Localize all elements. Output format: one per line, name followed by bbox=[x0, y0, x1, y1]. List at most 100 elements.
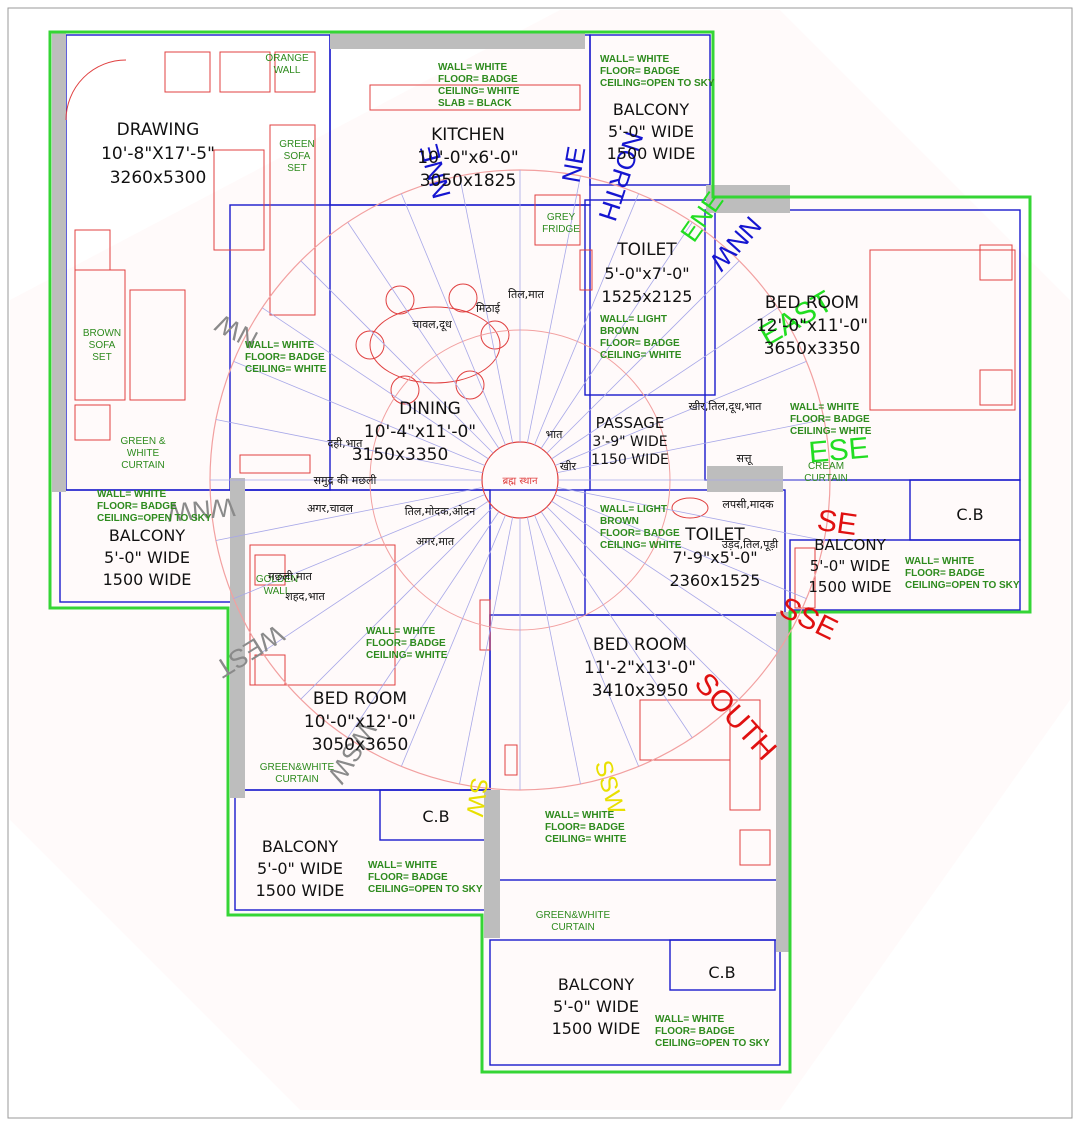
room-dim-mm-toilet-mid: 2360x1525 bbox=[670, 571, 761, 590]
room-dim-mm-passage: 1150 WIDE bbox=[591, 452, 669, 468]
room-name-toilet-mid: TOILET bbox=[684, 525, 745, 545]
room-name-cb-right: C.B bbox=[956, 505, 983, 524]
zone-labels: तिल,मातमिठाईसत्तूलपसी,मादकउड़द,तिल,पूड़ी… bbox=[268, 288, 778, 603]
room-width-ft-balcony-left: 5'-0" WIDE bbox=[104, 548, 190, 567]
room-dim-mm-drawing: 3260x5300 bbox=[110, 168, 207, 188]
page-border bbox=[7, 7, 1073, 1119]
furniture-label-cream-curtain: CREAM bbox=[808, 461, 844, 472]
furniture-label-brown-sofa: BROWN bbox=[83, 328, 121, 339]
compass-spoke bbox=[262, 307, 489, 460]
room-dim-mm-kitchen: 3050x1825 bbox=[420, 171, 517, 191]
room-dim-ft-toilet-top: 5'-0"x7'-0" bbox=[604, 264, 689, 283]
zone-label: उड़द,तिल,पूड़ी bbox=[722, 538, 778, 552]
room-name-dining: DINING bbox=[399, 399, 461, 419]
room-name-balcony-left: BALCONY bbox=[109, 526, 186, 545]
room-name-balcony-bottom: BALCONY bbox=[558, 975, 635, 994]
spec-note-kitchen: WALL= WHITE bbox=[438, 62, 507, 73]
zone-label: लपसी,मादक bbox=[722, 498, 774, 511]
spec-note-balcony-bottom-left: FLOOR= BADGE bbox=[368, 872, 448, 883]
compass-spoke bbox=[557, 419, 825, 473]
furniture-label-curtain-bl: GREEN&WHITE bbox=[260, 762, 335, 773]
room-dim-mm-bedroom-bottom-right: 3410x3950 bbox=[592, 681, 689, 701]
compass-spoke bbox=[215, 487, 483, 541]
compass-spoke bbox=[400, 193, 506, 446]
spec-note-balcony-right: WALL= WHITE bbox=[905, 556, 974, 567]
furniture bbox=[65, 51, 1016, 866]
spec-note-toilet-mid: FLOOR= BADGE bbox=[600, 528, 680, 539]
furniture-label-orange-wall: ORANGE bbox=[265, 53, 309, 64]
spec-note-dining: WALL= WHITE bbox=[245, 340, 314, 351]
zone-label: तिल,मात bbox=[508, 288, 545, 301]
furniture-label-green-sofa: SET bbox=[287, 163, 306, 174]
compass-spoke bbox=[540, 222, 693, 449]
room-name-bedroom-right: BED ROOM bbox=[765, 293, 859, 313]
room-dim-mm-bedroom-bottom-left: 3050x3650 bbox=[312, 735, 409, 755]
spec-note-toilet-mid: BROWN bbox=[600, 516, 639, 527]
zone-label: अगर,चावल bbox=[307, 502, 354, 515]
compass: ब्रह्म स्थान bbox=[209, 169, 831, 791]
compass-spoke bbox=[551, 500, 778, 653]
spec-note-balcony-left: WALL= WHITE bbox=[97, 489, 166, 500]
room-dim-mm-toilet-top: 1525x2125 bbox=[602, 287, 693, 306]
compass-spoke bbox=[557, 487, 825, 541]
furniture-label-curtain-bl: CURTAIN bbox=[275, 774, 319, 785]
room-dim-ft-dining: 10'-4"x11'-0" bbox=[364, 422, 476, 442]
spec-note-dining: CEILING= WHITE bbox=[245, 364, 327, 375]
compass-spoke bbox=[554, 360, 807, 466]
direction-label: SW bbox=[461, 776, 493, 818]
compass-spoke bbox=[300, 260, 494, 454]
spec-note-balcony-left: CEILING=OPEN TO SKY bbox=[97, 513, 212, 524]
furniture-label-brown-sofa: SET bbox=[92, 352, 111, 363]
compass-spoke bbox=[233, 360, 486, 466]
zone-label: दही,भात bbox=[328, 437, 364, 450]
spec-note-bedroom-right: FLOOR= BADGE bbox=[790, 414, 870, 425]
room-width-ft-balcony-right: 5'-0" WIDE bbox=[810, 557, 891, 575]
compass-spoke bbox=[400, 514, 506, 767]
direction-label: ESE bbox=[807, 431, 870, 469]
room-width-mm-balcony-right: 1500 WIDE bbox=[808, 578, 891, 596]
furniture-label-orange-wall: WALL bbox=[274, 65, 301, 76]
spec-note-balcony-top: FLOOR= BADGE bbox=[600, 66, 680, 77]
room-width-mm-balcony-left: 1500 WIDE bbox=[103, 570, 192, 589]
room-dim-ft-bedroom-bottom-right: 11'-2"x13'-0" bbox=[584, 658, 696, 678]
furniture-label-cream-curtain: CURTAIN bbox=[804, 473, 848, 484]
spec-note-balcony-bottom: FLOOR= BADGE bbox=[655, 1026, 735, 1037]
room-width-ft-balcony-bottom: 5'-0" WIDE bbox=[553, 997, 639, 1016]
spec-note-bedroom-right: CEILING= WHITE bbox=[790, 426, 872, 437]
spec-note-toilet-top: CEILING= WHITE bbox=[600, 350, 682, 361]
compass-spoke bbox=[546, 260, 740, 454]
zone-label: भात bbox=[546, 428, 564, 441]
spec-note-toilet-top: FLOOR= BADGE bbox=[600, 338, 680, 349]
background-tint bbox=[10, 10, 1070, 1110]
spec-note-kitchen: FLOOR= BADGE bbox=[438, 74, 518, 85]
compass-spoke bbox=[459, 517, 513, 785]
room-dim-ft-bedroom-bottom-left: 10'-0"x12'-0" bbox=[304, 712, 416, 732]
furniture-label-green-curtain: CURTAIN bbox=[121, 460, 165, 471]
direction-label: WNW bbox=[166, 492, 237, 528]
compass-spoke bbox=[215, 419, 483, 473]
compass-spoke bbox=[233, 494, 486, 600]
spec-note-bedroom-bottom-right: WALL= WHITE bbox=[545, 810, 614, 821]
room-width-mm-balcony-bottom: 1500 WIDE bbox=[552, 1019, 641, 1038]
spec-note-bedroom-bottom-left: FLOOR= BADGE bbox=[366, 638, 446, 649]
room-dim-mm-bedroom-right: 3650x3350 bbox=[764, 339, 861, 359]
room-name-bedroom-bottom-right: BED ROOM bbox=[593, 635, 687, 655]
room-name-bedroom-bottom-left: BED ROOM bbox=[313, 689, 407, 709]
compass-spoke bbox=[534, 514, 640, 767]
compass-spoke bbox=[347, 222, 500, 449]
room-name-drawing: DRAWING bbox=[117, 120, 200, 140]
spec-note-balcony-right: FLOOR= BADGE bbox=[905, 568, 985, 579]
compass-spoke bbox=[546, 506, 740, 700]
zone-label: अगर,मात bbox=[416, 535, 455, 548]
room-name-toilet-top: TOILET bbox=[616, 240, 677, 260]
spec-note-toilet-top: WALL= LIGHT bbox=[600, 314, 667, 325]
compass-spoke bbox=[540, 511, 693, 738]
compass-spoke bbox=[527, 517, 581, 785]
direction-label: SE bbox=[815, 504, 859, 542]
room-dim-ft-drawing: 10'-8"X17'-5" bbox=[101, 144, 215, 164]
furniture-label-green-sofa: SOFA bbox=[284, 151, 311, 162]
room-name-balcony-top: BALCONY bbox=[613, 100, 690, 119]
room-name-passage: PASSAGE bbox=[596, 414, 665, 432]
